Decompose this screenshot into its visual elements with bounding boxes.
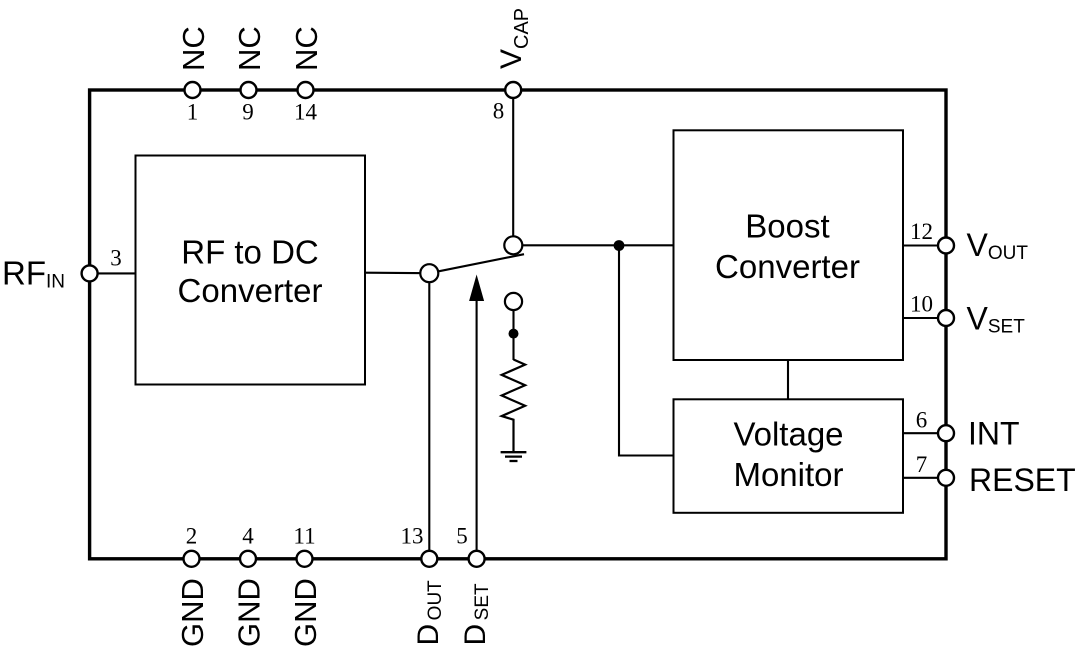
svg-text:NC: NC [289, 26, 324, 71]
svg-text:8: 8 [493, 99, 505, 124]
svg-text:GND: GND [232, 578, 267, 647]
svg-text:13: 13 [401, 524, 424, 549]
svg-text:RF to DC: RF to DC [181, 234, 319, 271]
svg-text:RESET: RESET [969, 462, 1076, 498]
svg-text:11: 11 [293, 524, 315, 549]
svg-text:Boost: Boost [745, 208, 829, 245]
svg-text:Converter: Converter [715, 248, 860, 285]
svg-text:3: 3 [110, 246, 122, 271]
svg-text:9: 9 [242, 100, 254, 125]
svg-text:NC: NC [176, 26, 211, 71]
svg-text:1: 1 [187, 100, 199, 125]
svg-text:5: 5 [456, 524, 468, 549]
svg-text:4: 4 [242, 524, 254, 549]
svg-text:NC: NC [232, 26, 267, 71]
svg-text:2: 2 [186, 524, 198, 549]
svg-text:7: 7 [916, 452, 928, 477]
svg-text:12: 12 [910, 219, 933, 244]
svg-text:10: 10 [910, 292, 933, 317]
svg-text:Monitor: Monitor [733, 456, 843, 493]
svg-text:6: 6 [916, 408, 928, 433]
svg-text:14: 14 [294, 100, 318, 125]
svg-text:Voltage: Voltage [733, 416, 843, 453]
svg-text:Converter: Converter [178, 272, 323, 309]
svg-text:GND: GND [175, 578, 210, 647]
svg-text:INT: INT [968, 416, 1020, 452]
svg-text:GND: GND [288, 578, 323, 647]
